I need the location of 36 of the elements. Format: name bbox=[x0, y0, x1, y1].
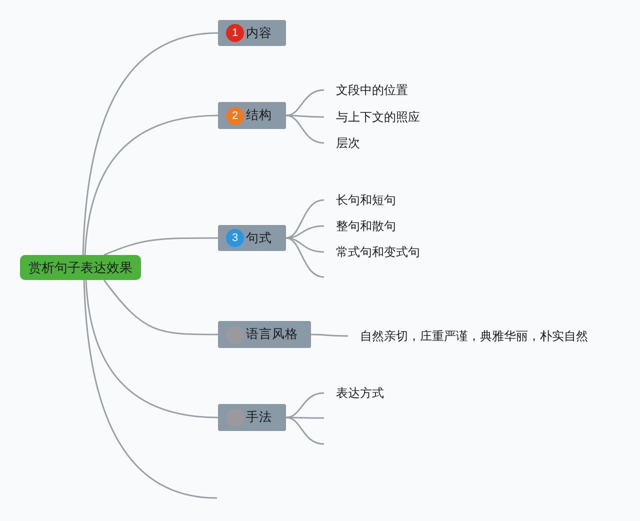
number-badge: 1 bbox=[226, 24, 244, 42]
connector-line bbox=[286, 237, 324, 278]
connector-line bbox=[286, 416, 324, 445]
subtopic-text: 文段中的位置 bbox=[324, 80, 424, 100]
topic-label: 手法 bbox=[246, 409, 272, 426]
connector-line bbox=[104, 237, 218, 256]
subtopic-text: 与上下文的照应 bbox=[324, 107, 434, 127]
connector-line bbox=[83, 280, 218, 499]
topic-label: 句式 bbox=[246, 230, 272, 246]
connector-line bbox=[286, 114, 324, 144]
number-badge: 2 bbox=[226, 106, 244, 124]
subtopic-text: 长句和短句 bbox=[324, 190, 424, 210]
topic-box bbox=[218, 404, 286, 431]
number-badge: 3 bbox=[226, 229, 244, 247]
connector-line bbox=[286, 89, 324, 116]
connector-line bbox=[311, 334, 348, 337]
connector-line bbox=[103, 280, 218, 336]
topic-box bbox=[218, 225, 286, 251]
connector-line bbox=[286, 225, 324, 239]
topic-box bbox=[218, 321, 311, 348]
root-topic-box: 赏析句子表达效果 bbox=[20, 255, 141, 280]
connector-line bbox=[85, 280, 218, 418]
topic-label: 内容 bbox=[246, 24, 272, 42]
connector-line bbox=[82, 32, 218, 256]
connector-line bbox=[286, 199, 324, 239]
topic-box bbox=[218, 102, 286, 129]
subtopic-text: 表达方式 bbox=[324, 383, 404, 403]
topic-label: 语言风格 bbox=[246, 326, 298, 343]
topic-box bbox=[218, 20, 286, 46]
topic-label: 结构 bbox=[246, 107, 272, 124]
connector-line bbox=[286, 392, 324, 418]
subtopic-text: 整句和散句 bbox=[324, 216, 424, 236]
subtopic-text: 常式句和变式句 bbox=[324, 242, 434, 262]
subtopic-text: 自然亲切，庄重严谨，典雅华丽，朴实自然 bbox=[348, 326, 608, 346]
subtopic-text: 层次 bbox=[324, 133, 384, 153]
connector-line bbox=[84, 114, 218, 256]
